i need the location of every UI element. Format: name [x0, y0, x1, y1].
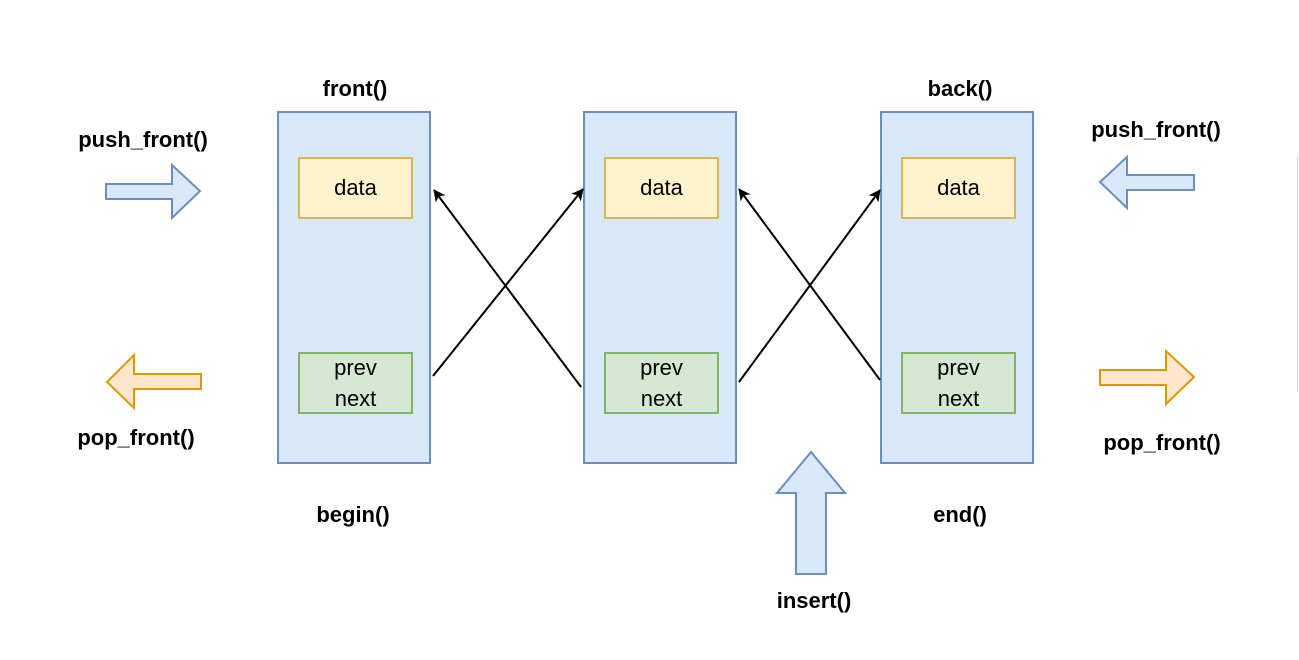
right-pop-front-label: pop_front()	[1103, 430, 1221, 455]
push-front-arrow-icon	[105, 162, 202, 221]
pop-front-arrow-icon	[105, 352, 202, 411]
back-label: back()	[927, 76, 993, 101]
left-push-front-label: push_front()	[78, 127, 208, 152]
next-link-left-to-middle	[432, 188, 584, 377]
node-data-label: data	[937, 175, 980, 200]
node-data-field: data	[901, 157, 1016, 219]
begin-label: begin()	[316, 502, 390, 527]
node-next-label: next	[937, 386, 980, 411]
node-next-label: next	[334, 386, 377, 411]
insert-label: insert()	[776, 588, 852, 613]
end-label: end()	[933, 502, 987, 527]
node-prev-label: prev	[640, 355, 683, 380]
prev-link-right-to-middle	[738, 188, 881, 381]
node-data-field: data	[298, 157, 413, 219]
node-pointer-field: prev next	[604, 352, 719, 414]
node-prev-label: prev	[334, 355, 377, 380]
node-pointer-field: prev next	[298, 352, 413, 414]
node-prev-label: prev	[937, 355, 980, 380]
edge-divider	[1297, 156, 1298, 392]
node-pointer-field: prev next	[901, 352, 1016, 414]
pop-front-arrow-icon	[1099, 348, 1196, 407]
list-node-right: data prev next	[880, 111, 1034, 464]
right-push-front-label: push_front()	[1091, 117, 1221, 142]
left-pop-front-label: pop_front()	[77, 425, 195, 450]
node-data-label: data	[640, 175, 683, 200]
node-data-field: data	[604, 157, 719, 219]
push-front-arrow-icon	[1098, 154, 1195, 211]
insert-arrow-icon	[774, 450, 848, 575]
node-data-label: data	[334, 175, 377, 200]
prev-link-middle-to-left	[433, 189, 582, 388]
list-node-middle: data prev next	[583, 111, 737, 464]
front-label: front()	[322, 76, 388, 101]
node-next-label: next	[640, 386, 683, 411]
list-node-left: data prev next	[277, 111, 431, 464]
